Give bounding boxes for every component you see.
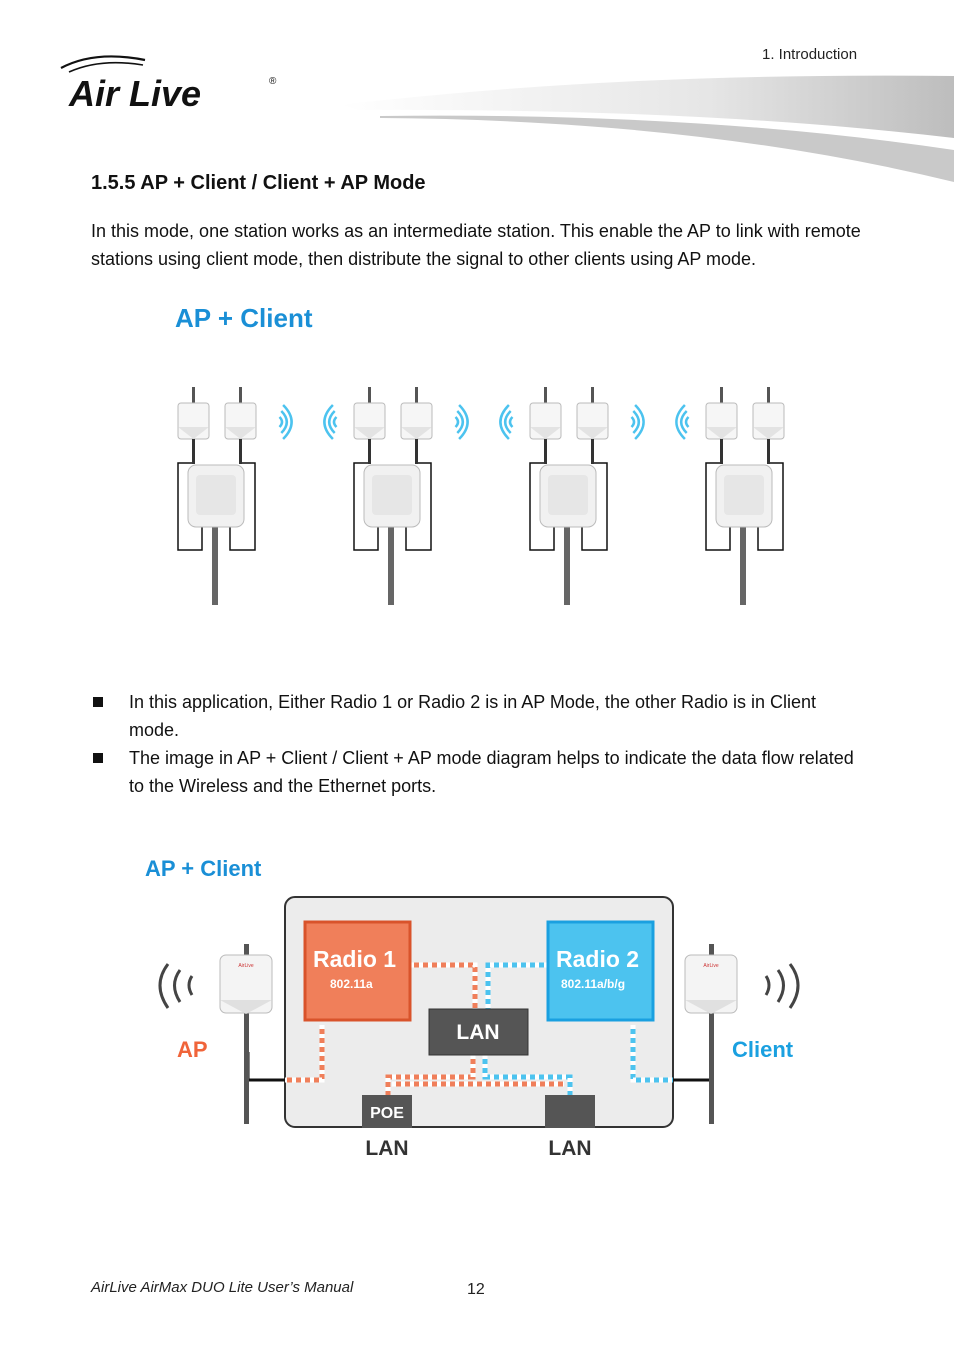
ap-client-dataflow-diagram: AP + Client Radio 1 802.11a Radio 2 802.… bbox=[145, 856, 800, 1160]
poe-port bbox=[362, 1095, 412, 1128]
panel-antenna bbox=[529, 387, 562, 464]
radio1-label: Radio 1 bbox=[313, 946, 396, 972]
ap-signal-icon bbox=[158, 963, 194, 1009]
station bbox=[705, 387, 785, 605]
station bbox=[529, 387, 609, 605]
svg-text:AirLive: AirLive bbox=[703, 963, 719, 969]
radio2-box bbox=[546, 920, 655, 1022]
panel-antenna bbox=[224, 387, 257, 464]
signal-in-icon bbox=[499, 404, 514, 440]
client-signal-icon bbox=[764, 963, 800, 1009]
client-label: Client bbox=[732, 1037, 794, 1062]
lan-switch-label: LAN bbox=[456, 1021, 499, 1044]
ap-label: AP bbox=[177, 1037, 208, 1062]
bullet-item: In this application, Either Radio 1 or R… bbox=[91, 688, 871, 744]
panel-antenna bbox=[576, 387, 609, 464]
radio2-label: Radio 2 bbox=[556, 946, 639, 972]
station bbox=[353, 387, 433, 605]
station bbox=[177, 387, 257, 605]
diagram1-title: AP + Client bbox=[175, 303, 313, 333]
signal-out-icon bbox=[630, 404, 645, 440]
panel-antenna bbox=[752, 387, 785, 464]
signal-out-icon bbox=[454, 404, 469, 440]
section-title: 1.5.5 AP + Client / Client + AP Mode bbox=[91, 172, 426, 194]
lan-switch-box bbox=[428, 1008, 529, 1056]
svg-text:®: ® bbox=[269, 76, 277, 87]
lan-left-label: LAN bbox=[365, 1137, 408, 1160]
radio1-standard: 802.11a bbox=[330, 977, 373, 991]
header-swoosh bbox=[340, 75, 954, 182]
signal-in-icon bbox=[675, 404, 690, 440]
ap-client-chain-diagram: AP + Client bbox=[175, 303, 785, 605]
signal-in-icon bbox=[323, 404, 338, 440]
page-number: 12 bbox=[467, 1281, 485, 1298]
footer-manual-title: AirLive AirMax DUO Lite User’s Manual bbox=[91, 1279, 354, 1296]
lan-right-label: LAN bbox=[548, 1137, 591, 1160]
bullet-square-icon bbox=[93, 697, 103, 707]
bullet-item: The image in AP + Client / Client + AP m… bbox=[91, 744, 871, 800]
logo-wordmark: Air Live bbox=[68, 73, 201, 113]
intro-paragraph: In this mode, one station works as an in… bbox=[91, 221, 861, 269]
svg-text:AirLive: AirLive bbox=[238, 963, 254, 969]
panel-antenna bbox=[705, 387, 738, 464]
signal-out-icon bbox=[278, 404, 293, 440]
radio2-standard: 802.11a/b/g bbox=[561, 977, 625, 991]
client-antenna: AirLive bbox=[684, 944, 738, 1124]
radio1-box bbox=[303, 920, 412, 1022]
panel-antenna bbox=[353, 387, 386, 464]
ap-antenna: AirLive bbox=[219, 944, 273, 1124]
bullet-square-icon bbox=[93, 753, 103, 763]
poe-label: POE bbox=[370, 1105, 404, 1122]
airlive-logo: Air Live ® bbox=[60, 55, 277, 113]
chapter-label: 1. Introduction bbox=[762, 46, 858, 63]
diagram2-title: AP + Client bbox=[145, 856, 262, 881]
bullet-list: In this application, Either Radio 1 or R… bbox=[91, 688, 871, 800]
lan-port bbox=[545, 1095, 595, 1128]
panel-antenna bbox=[400, 387, 433, 464]
panel-antenna bbox=[177, 387, 210, 464]
